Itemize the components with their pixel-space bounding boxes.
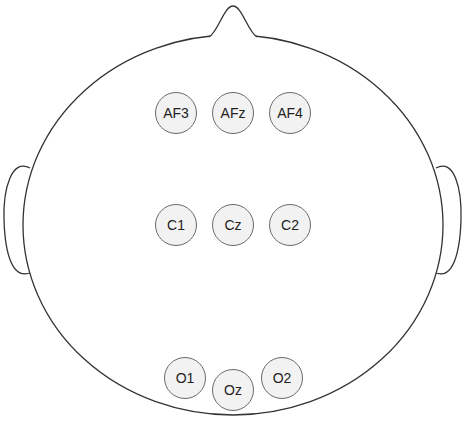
electrode-label: Cz [224, 218, 241, 232]
electrode-circle: Cz [212, 204, 254, 246]
electrode-circle-shape [213, 205, 254, 246]
electrode-circle: AF4 [269, 92, 311, 134]
electrode-circle-shape [156, 93, 197, 134]
electrode-label: O2 [273, 371, 292, 385]
electrode-circle: O1 [164, 357, 206, 399]
nose-ground [209, 6, 257, 41]
electrode-label: AFz [221, 106, 246, 120]
electrode-circle: C1 [155, 204, 197, 246]
electrode-label: C2 [281, 218, 299, 232]
electrode-label: Oz [224, 383, 242, 397]
electrode-circle-shape [156, 205, 197, 246]
electrode-circle-shape [270, 205, 311, 246]
head [23, 35, 443, 415]
electrode-circle-shape [213, 370, 254, 411]
electrode-circle: C2 [269, 204, 311, 246]
electrode-circle: O2 [261, 357, 303, 399]
electrode-circle: AFz [212, 92, 254, 134]
electrode-label: C1 [167, 218, 185, 232]
nose [209, 6, 257, 37]
electrode-label: AF3 [163, 106, 189, 120]
electrode-circle-shape [262, 358, 303, 399]
electrode-label: O1 [176, 371, 195, 385]
electrode-circle: AF3 [155, 92, 197, 134]
electrode-label: AF4 [277, 106, 303, 120]
electrode-circle-shape [213, 93, 254, 134]
electrode-circle-shape [165, 358, 206, 399]
electrode-circle-shape [270, 93, 311, 134]
electrode-circle: Oz [212, 369, 254, 411]
